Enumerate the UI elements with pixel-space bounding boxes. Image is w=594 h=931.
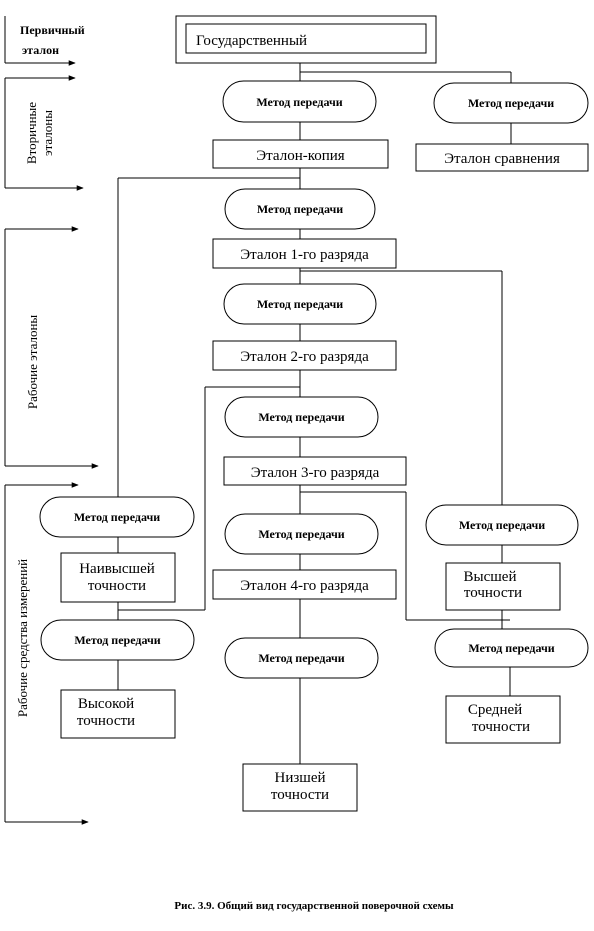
lowest-accuracy-line2: точности xyxy=(271,787,329,803)
working-standards-label: Рабочие эталоны xyxy=(25,315,40,410)
method-label: Метод передачи xyxy=(258,651,344,665)
highest-accuracy-line2: точности xyxy=(88,578,146,594)
lowest-accuracy-line1: Низшей xyxy=(274,770,325,786)
method-label: Метод передачи xyxy=(258,527,344,541)
method-pill-right-1: Метод передачи xyxy=(425,504,579,546)
method-label: Метод передачи xyxy=(74,510,160,524)
method-pill-5: Метод передачи xyxy=(224,513,379,555)
medium-accuracy-line1: Средней xyxy=(468,702,522,718)
medium-accuracy-box: Средней точности xyxy=(445,695,561,744)
higher-accuracy-box: Высшей точности xyxy=(445,562,561,611)
grade2-standard-box: Эталон 2-го разряда xyxy=(212,340,397,371)
method-label: Метод передачи xyxy=(257,297,343,311)
method-pill-1: Метод передачи xyxy=(222,80,377,123)
method-pill-4: Метод передачи xyxy=(224,396,379,438)
grade3-standard-box: Эталон 3-го разряда xyxy=(223,456,407,486)
grade4-standard-box: Эталон 4-го разряда xyxy=(212,569,397,600)
method-label: Метод передачи xyxy=(468,96,554,110)
grade2-standard-label: Эталон 2-го разряда xyxy=(240,349,369,365)
copy-standard-box: Эталон-копия xyxy=(212,139,389,169)
state-standard-box: Государственный xyxy=(175,15,437,64)
grade1-standard-label: Эталон 1-го разряда xyxy=(240,247,369,263)
method-label: Метод передачи xyxy=(74,633,160,647)
secondary-label-line1: Вторичные xyxy=(24,102,39,164)
secondary-label-line2: эталоны xyxy=(40,110,55,156)
grade4-standard-label: Эталон 4-го разряда xyxy=(240,578,369,594)
method-label: Метод передачи xyxy=(459,518,545,532)
state-standard-label: Государственный xyxy=(196,33,307,49)
higher-accuracy-line2: точности xyxy=(464,585,522,601)
primary-label-line1: Первичный xyxy=(20,23,85,37)
figure-caption: Рис. 3.9. Общий вид государственной пове… xyxy=(174,900,454,912)
method-pill-6: Метод передачи xyxy=(224,637,379,679)
comparison-standard-label: Эталон сравнения xyxy=(444,151,560,167)
high-accuracy-box: Высокой точности xyxy=(60,689,176,739)
method-pill-comparison: Метод передачи xyxy=(433,82,589,124)
lowest-accuracy-box: Низшей точности xyxy=(242,763,358,812)
connector-lines xyxy=(117,52,512,764)
method-pill-right-2: Метод передачи xyxy=(434,628,589,668)
higher-accuracy-line1: Высшей xyxy=(464,569,517,585)
method-pill-left-2: Метод передачи xyxy=(40,619,195,661)
level-brackets xyxy=(4,16,99,825)
method-label: Метод передачи xyxy=(256,95,342,109)
high-accuracy-line2: точности xyxy=(77,713,135,729)
working-instruments-label: Рабочие средства измерений xyxy=(15,559,30,717)
highest-accuracy-box: Наивысшей точности xyxy=(60,552,176,603)
method-label: Метод передачи xyxy=(257,202,343,216)
method-label: Метод передачи xyxy=(468,641,554,655)
medium-accuracy-line2: точности xyxy=(472,719,530,735)
method-pill-2: Метод передачи xyxy=(224,188,376,230)
comparison-standard-box: Эталон сравнения xyxy=(415,143,589,172)
high-accuracy-line1: Высокой xyxy=(78,696,134,712)
method-pill-left-1: Метод передачи xyxy=(39,496,195,538)
grade1-standard-box: Эталон 1-го разряда xyxy=(212,238,397,269)
highest-accuracy-line1: Наивысшей xyxy=(79,561,155,577)
method-pill-3: Метод передачи xyxy=(223,283,377,325)
grade3-standard-label: Эталон 3-го разряда xyxy=(251,465,380,481)
method-label: Метод передачи xyxy=(258,410,344,424)
primary-label-line2: эталон xyxy=(22,43,59,57)
copy-standard-label: Эталон-копия xyxy=(256,148,345,164)
